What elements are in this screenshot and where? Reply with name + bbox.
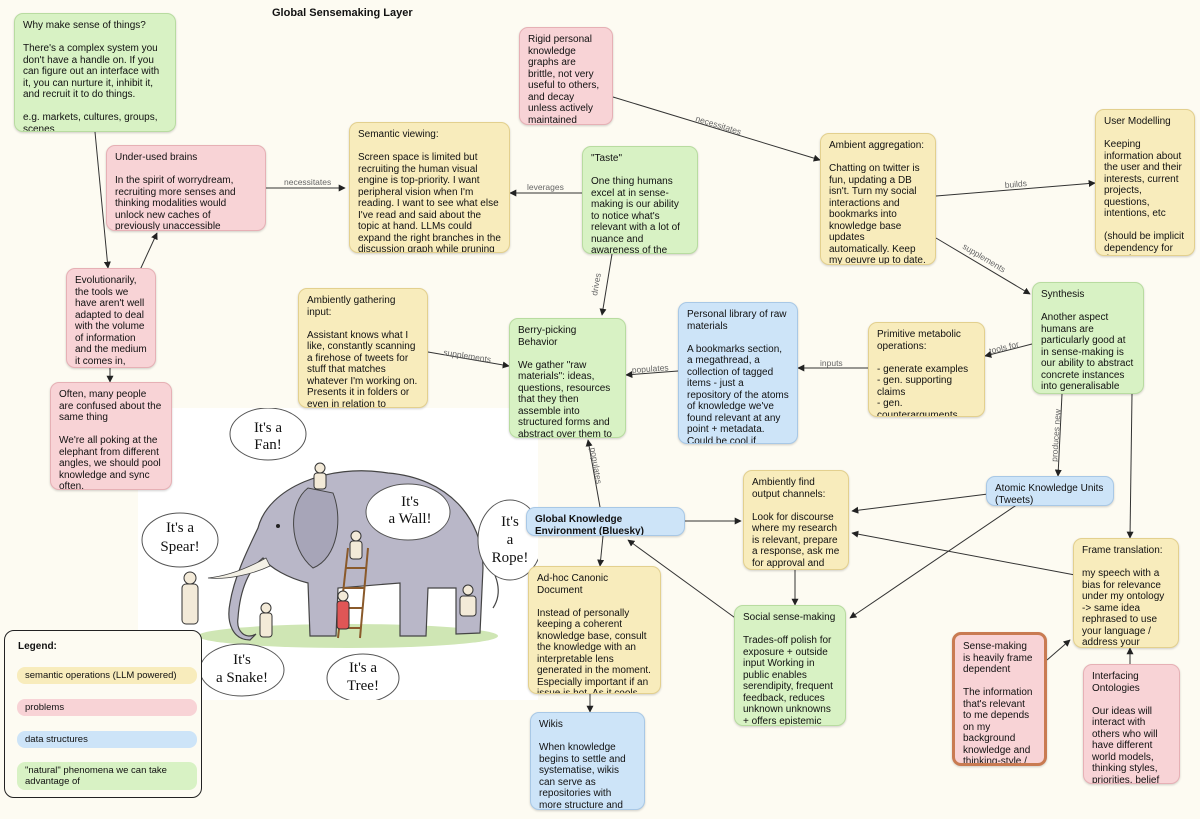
- edge-label-leverages: leverages: [527, 182, 564, 192]
- edge-ambient-synthesis: [935, 237, 1031, 295]
- speech-bubbles: [141, 407, 543, 703]
- node-frame-translation: Frame translation: my speech with a bias…: [1073, 538, 1179, 648]
- legend-title: Legend:: [18, 641, 57, 652]
- legend-item-problems: problems: [17, 699, 197, 716]
- node-wikis: Wikis When knowledge begins to settle an…: [530, 712, 645, 810]
- edge-taste-berry: [599, 253, 613, 316]
- edge-label-populates-1: populates: [631, 362, 668, 375]
- speech-snake-2: a Snake!: [216, 670, 268, 686]
- edge-social-gke: [627, 539, 739, 621]
- node-rigid-graphs: Rigid personal knowledge graphs are brit…: [519, 27, 613, 125]
- edge-label-supplements-2: supplements: [443, 347, 492, 364]
- node-interfacing-ontologies: Interfacing Ontologies Our ideas will in…: [1083, 664, 1180, 784]
- edge-atomic-social: [849, 503, 1019, 619]
- node-taste: "Taste" One thing humans excel at in sen…: [582, 146, 698, 254]
- node-primitive-operations: Primitive metabolic operations: - genera…: [868, 322, 985, 417]
- speech-rope-1: It's: [501, 514, 519, 530]
- speech-spear-2: Spear!: [160, 539, 199, 555]
- blind-men: [181, 462, 477, 638]
- elephant-tusk: [207, 557, 271, 579]
- node-atomic-knowledge-units: Atomic Knowledge Units (Tweets): [986, 476, 1114, 506]
- edge-synthesis-frame: [1126, 393, 1134, 539]
- node-global-knowledge-environment: Global Knowledge Environment (Bluesky): [526, 507, 685, 536]
- node-ambiently-gathering-input: Ambiently gathering input: Assistant kno…: [298, 288, 428, 408]
- node-synthesis: Synthesis Another aspect humans are part…: [1032, 282, 1144, 394]
- elephant-drawing: It's a Fan! It's a Wall! It's a Spear! I…: [141, 407, 543, 703]
- node-frame-dependent: Sense-making is heavily frame dependent …: [952, 632, 1047, 766]
- node-user-modelling: User Modelling Keeping information about…: [1095, 109, 1195, 256]
- legend-item-natural-phenomena: "natural" phenomena we can take advantag…: [17, 762, 197, 790]
- node-adhoc-canonic-document: Ad-hoc Canonic Document Instead of perso…: [528, 566, 661, 694]
- page-title: Global Sensemaking Layer: [272, 7, 413, 19]
- edge-library-berry: [625, 370, 679, 379]
- edge-label-tools-for: tools for: [988, 339, 1020, 356]
- node-semantic-viewing: Semantic viewing: Screen space is limite…: [349, 122, 510, 253]
- edge-label-necessitates-1: necessitates: [284, 177, 331, 187]
- node-ambient-aggregation: Ambient aggregation: Chatting on twitter…: [820, 133, 936, 265]
- speech-spear-1: It's a: [166, 520, 194, 536]
- edge-gke-berry: [585, 439, 601, 508]
- speech-fan-2: Fan!: [254, 437, 282, 453]
- edge-ambient-user: [935, 180, 1096, 197]
- edge-label-builds: builds: [1004, 178, 1027, 190]
- edge-gke-adhoc: [597, 535, 605, 567]
- node-under-used-brains: Under-used brains In the spirit of worry…: [106, 145, 266, 231]
- edge-label-supplements-1: supplements: [961, 241, 1007, 274]
- edge-synthesis-primitive: [984, 343, 1033, 358]
- speech-snake-1: It's: [233, 652, 251, 668]
- node-confused: Often, many people are confused about th…: [50, 382, 172, 490]
- elephant-illustration: It's a Fan! It's a Wall! It's a Spear! I…: [138, 407, 543, 703]
- edge-label-populates-2: populates: [588, 447, 604, 485]
- legend: Legend: semantic operations (LLM powered…: [4, 630, 202, 798]
- node-personal-library: Personal library of raw materials A book…: [678, 302, 798, 444]
- legend-item-data-structures: data structures: [17, 731, 197, 748]
- node-find-output-channels: Ambiently find output channels: Look for…: [743, 470, 849, 570]
- edge-label-inputs: inputs: [820, 358, 843, 368]
- edge-label-drives: drives: [589, 272, 603, 296]
- edge-label-necessitates-2: necessitates: [694, 113, 742, 136]
- node-berry-picking: Berry-picking Behavior We gather "raw ma…: [509, 318, 626, 438]
- speech-tree-1: It's a: [349, 660, 377, 676]
- speech-wall-1: It's: [401, 494, 419, 510]
- edge-evolution-underused: [139, 232, 158, 271]
- speech-rope-2: a: [507, 532, 514, 548]
- edge-atomic-find: [851, 493, 989, 514]
- node-why-make-sense: Why make sense of things? There's a comp…: [14, 13, 176, 132]
- speech-fan-1: It's a: [254, 420, 282, 436]
- elephant-ear: [293, 487, 339, 569]
- legend-item-semantic-operations: semantic operations (LLM powered): [17, 667, 197, 684]
- edge-synthesis-atomic: [1054, 393, 1063, 477]
- elephant-eye: [276, 524, 280, 528]
- edge-ambientinput-berry: [427, 351, 510, 369]
- edge-label-produces-new: produces new: [1049, 408, 1063, 462]
- speech-rope-3: Rope!: [492, 550, 529, 566]
- edge-rigid-ambient: [612, 96, 821, 162]
- edge-framedep-frame: [1046, 639, 1071, 661]
- edge-frame-find: [851, 530, 1076, 576]
- edge-why-evolution: [94, 131, 111, 269]
- speech-tree-2: Tree!: [347, 678, 379, 694]
- node-evolutionarily: Evolutionarily, the tools we have aren't…: [66, 268, 156, 368]
- node-social-sense-making: Social sense-making Trades-off polish fo…: [734, 605, 846, 726]
- speech-wall-2: a Wall!: [388, 511, 431, 527]
